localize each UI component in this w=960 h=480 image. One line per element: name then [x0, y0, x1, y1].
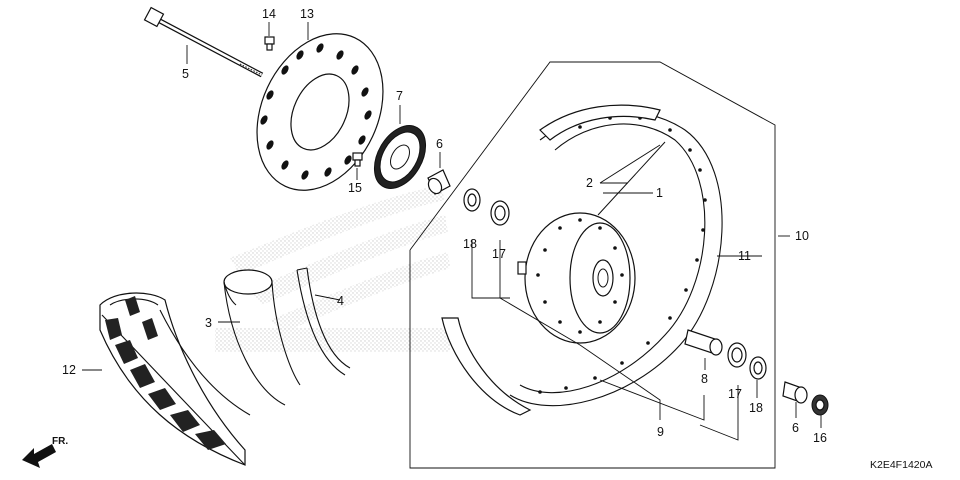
rim-part: [441, 104, 723, 416]
front-marker: FR.: [52, 436, 68, 447]
disc-bolt-part: [264, 36, 275, 51]
callout-11: 11: [738, 249, 751, 263]
callout-4: 4: [337, 294, 344, 308]
callout-14: 14: [262, 7, 276, 21]
diagram-code: K2E4F1420A: [870, 459, 932, 471]
rim-band-part: [296, 267, 351, 376]
front-direction-arrow-icon: FR.: [22, 436, 68, 468]
callout-10: 10: [795, 229, 809, 243]
callout-18b: 18: [749, 401, 763, 415]
callout-13: 13: [300, 7, 314, 21]
side-collar-part: [782, 381, 808, 404]
inner-tube-part: [223, 269, 301, 406]
callout-15: 15: [348, 181, 362, 195]
callout-8: 8: [701, 372, 708, 386]
leader-lines: [82, 22, 822, 441]
callout-labels: 5 14 13 7 6 15 2 1 18 17 11 10 4 3 12 8 …: [62, 7, 827, 445]
callout-7: 7: [396, 89, 403, 103]
left-seal-part: [463, 188, 481, 212]
callout-6a: 6: [436, 137, 443, 151]
callout-5: 5: [182, 67, 189, 81]
brake-disc-part: [256, 33, 384, 191]
watermark-logo: [215, 185, 450, 352]
spacer-part: [427, 169, 451, 195]
callout-9: 9: [657, 425, 664, 439]
hub-bolt-part: [352, 152, 363, 167]
callout-17a: 17: [492, 247, 506, 261]
wheel-assembly-outline: [409, 61, 776, 469]
callout-3: 3: [205, 316, 212, 330]
callout-17b: 17: [728, 387, 742, 401]
left-bearing-part: [490, 200, 510, 226]
spoke-part: [597, 141, 666, 216]
tire-part: [99, 292, 251, 466]
right-seal-part: [749, 356, 767, 380]
pulser-ring-part: [373, 125, 427, 189]
callout-1: 1: [656, 186, 663, 200]
axle-nut-part: [811, 394, 829, 416]
callout-12: 12: [62, 363, 76, 377]
callout-2: 2: [586, 176, 593, 190]
callout-6b: 6: [792, 421, 799, 435]
axle-part: [143, 6, 264, 78]
callout-16: 16: [813, 431, 827, 445]
collar-part: [684, 329, 723, 356]
hub-part: [517, 212, 636, 344]
callout-18a: 18: [463, 237, 477, 251]
right-bearing-part: [727, 342, 747, 368]
